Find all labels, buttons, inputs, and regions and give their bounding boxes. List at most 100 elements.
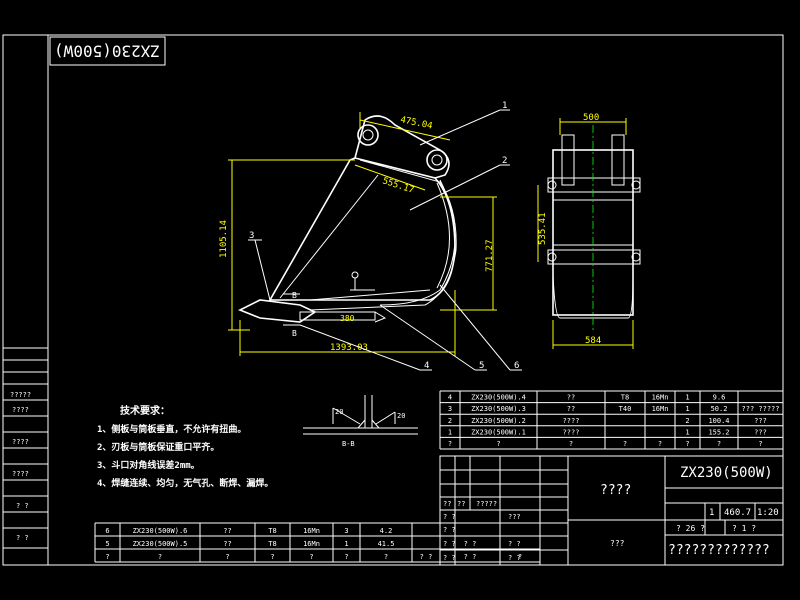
title-block: ?? ?? ????? ? ? ??? ? ? ? ? ? ? ? ? ? ? … [439,455,784,566]
sign-cell-9: ? ? [508,554,521,562]
bom-upper-cell-r0-c6: 9.6 [713,394,726,402]
sign-cell-7: ? ? [508,540,521,548]
bom-upper-cell-r4-c2: ? [569,440,573,448]
bom-lower-cell-r1-c1: ZX230(500W).5 [133,540,188,548]
weld-detail: 20 20 B-B [303,395,418,448]
bom-lower-cell-r0-c2: ?? [223,527,231,535]
weld-mark-left: 20 [335,408,343,416]
note-4: 4、焊缝连续、均匀，无气孔、断焊、漏焊。 [97,477,273,489]
bom-lower-cell-r0-c5: 3 [344,527,348,535]
bom-upper-cell-r1-c5: 1 [685,405,689,413]
sign-cell-2: ????? [476,500,497,508]
sign-cell-6: ? ? [443,540,456,548]
margin-cell-2: ???? [12,438,29,446]
bom-upper-cell-r4-c1: ? [496,440,500,448]
balloon-4: 4 [424,361,429,371]
bom-lower-cell-r2-c0: ? [105,553,109,561]
note-1: 1、侧板与筒板垂直，不允许有扭曲。 [97,423,246,435]
dim-1393: 1393.03 [330,343,368,353]
bom-upper-cell-r3-c5: 1 [685,428,689,436]
bom-upper-cell-r0-c1: ZX230(500W).4 [471,394,526,402]
section-label: B-B [342,440,355,448]
bom-upper-cell-r4-c5: ? [685,440,689,448]
bom-lower-cell-r2-c3: ? [270,553,274,561]
bom-upper-cell-r1-c1: ZX230(500W).3 [471,405,526,413]
bom-upper-cell-r1-c2: ?? [567,405,575,413]
bom-upper-cell-r2-c0: 2 [448,417,452,425]
bom-upper-cell-r1-c0: 3 [448,405,452,413]
bom-lower-cell-r2-c8: ? ? [464,553,477,561]
part-balloons: 1 2 3 4 5 6 [248,101,522,371]
margin-cell-3: ???? [12,470,29,478]
bom-upper-cell-r2-c6: 100.4 [708,417,729,425]
sheet-total: ? 26 ? [676,524,705,533]
sign-cell-8: ? ? [443,554,456,562]
bom-upper-cell-r0-c3: T8 [621,394,629,402]
bom-upper-cell-r1-c3: T40 [619,405,632,413]
bucket-side-view [238,115,457,326]
company-name: ????????????? [668,543,770,558]
bom-lower-cell-r2-c5: ? [344,553,348,561]
bucket-front-view [547,125,641,330]
balloon-1: 1 [502,101,507,111]
balloon-3: 3 [249,231,254,241]
balloon-6: 6 [514,361,519,371]
margin-cell-0: ????? [10,391,31,399]
bom-lower-cell-r1-c8: ? ? [464,540,477,548]
note-2: 2、刃板与筒板保证重口平齐。 [97,441,219,453]
bom-upper-cell-r2-c7: ??? [754,417,767,425]
bom-upper-cell-r0-c0: 4 [448,394,452,402]
weld-mark-right: 20 [397,412,405,420]
dim-771: 771.27 [485,239,495,272]
bom-upper-table: 4 ZX230(500W).4?? T8 16Mn 1 9.6 3 ZX230(500W).3… [439,390,784,450]
bom-upper-cell-r4-c6: ? [717,440,721,448]
bom-lower-cell-r0-c0: 6 [105,527,109,535]
part-name: ???? [600,483,631,498]
bom-lower-cell-r0-c6: 4.2 [380,527,393,535]
left-margin-table: ????? ???? ???? ???? ? ? ? ? [3,347,48,549]
balloon-2: 2 [502,156,507,166]
bom-upper-cell-r0-c5: 1 [685,394,689,402]
inner-frame [47,34,784,566]
dim-555: 555.17 [381,176,415,196]
bom-upper-cell-r4-c4: ? [658,440,662,448]
bom-lower-cell-r2-c6: ? [384,553,388,561]
sign-cell-1: ?? [457,500,465,508]
section-mark-b-top: B [292,291,297,300]
technical-notes: 技术要求： 1、侧板与筒板垂直，不允许有扭曲。 2、刃板与筒板保证重口平齐。 3… [97,404,273,489]
bom-upper-cell-r3-c2: ???? [563,428,580,436]
sign-cell-0: ?? [443,500,451,508]
sign-cell-3: ? ? [443,513,456,521]
bom-lower-cell-r2-c7: ? ? [420,553,433,561]
scale: 1:20 [757,508,779,518]
bom-upper-cell-r1-c7: ??? ????? [742,405,780,413]
front-view-dimensions: 500 535.41 584 [537,113,634,349]
bom-lower-cell-r2-c1: ? [158,553,162,561]
section-mark-b-bottom: B [292,329,297,338]
notes-heading: 技术要求： [120,404,170,417]
title-stamp: ZX230(500W) [49,36,166,66]
bom-lower-cell-r1-c3: T8 [268,540,276,548]
dim-1105: 1105.14 [219,220,229,258]
balloon-5: 5 [479,361,484,371]
note-3: 3、斗口对角线误差2mm。 [97,459,200,471]
bom-lower-cell-r1-c4: 16Mn [303,540,320,548]
bom-upper-cell-r1-c4: 16Mn [652,405,669,413]
bom-upper-cell-r0-c4: 16Mn [652,394,669,402]
sign-cell-5: ? ? [443,526,456,534]
bom-upper-cell-r3-c7: ??? [754,428,767,436]
margin-cell-4: ? ? [16,502,29,510]
drawing-name: ZX230(500W) [680,465,773,481]
bom-lower-cell-r0-c4: 16Mn [303,527,320,535]
bom-upper-cell-r3-c6: 155.2 [708,428,729,436]
bom-lower-cell-r1-c5: 1 [344,540,348,548]
bom-upper-cell-r4-c7: ? [758,440,762,448]
bom-lower-cell-r1-c0: 5 [105,540,109,548]
bom-lower-cell-r2-c4: ? [309,553,313,561]
dim-500: 500 [583,113,599,123]
bom-lower-cell-r2-c9: ? [518,553,522,561]
bom-upper-cell-r3-c0: 1 [448,428,452,436]
bom-upper-cell-r2-c1: ZX230(500W).2 [471,417,526,425]
